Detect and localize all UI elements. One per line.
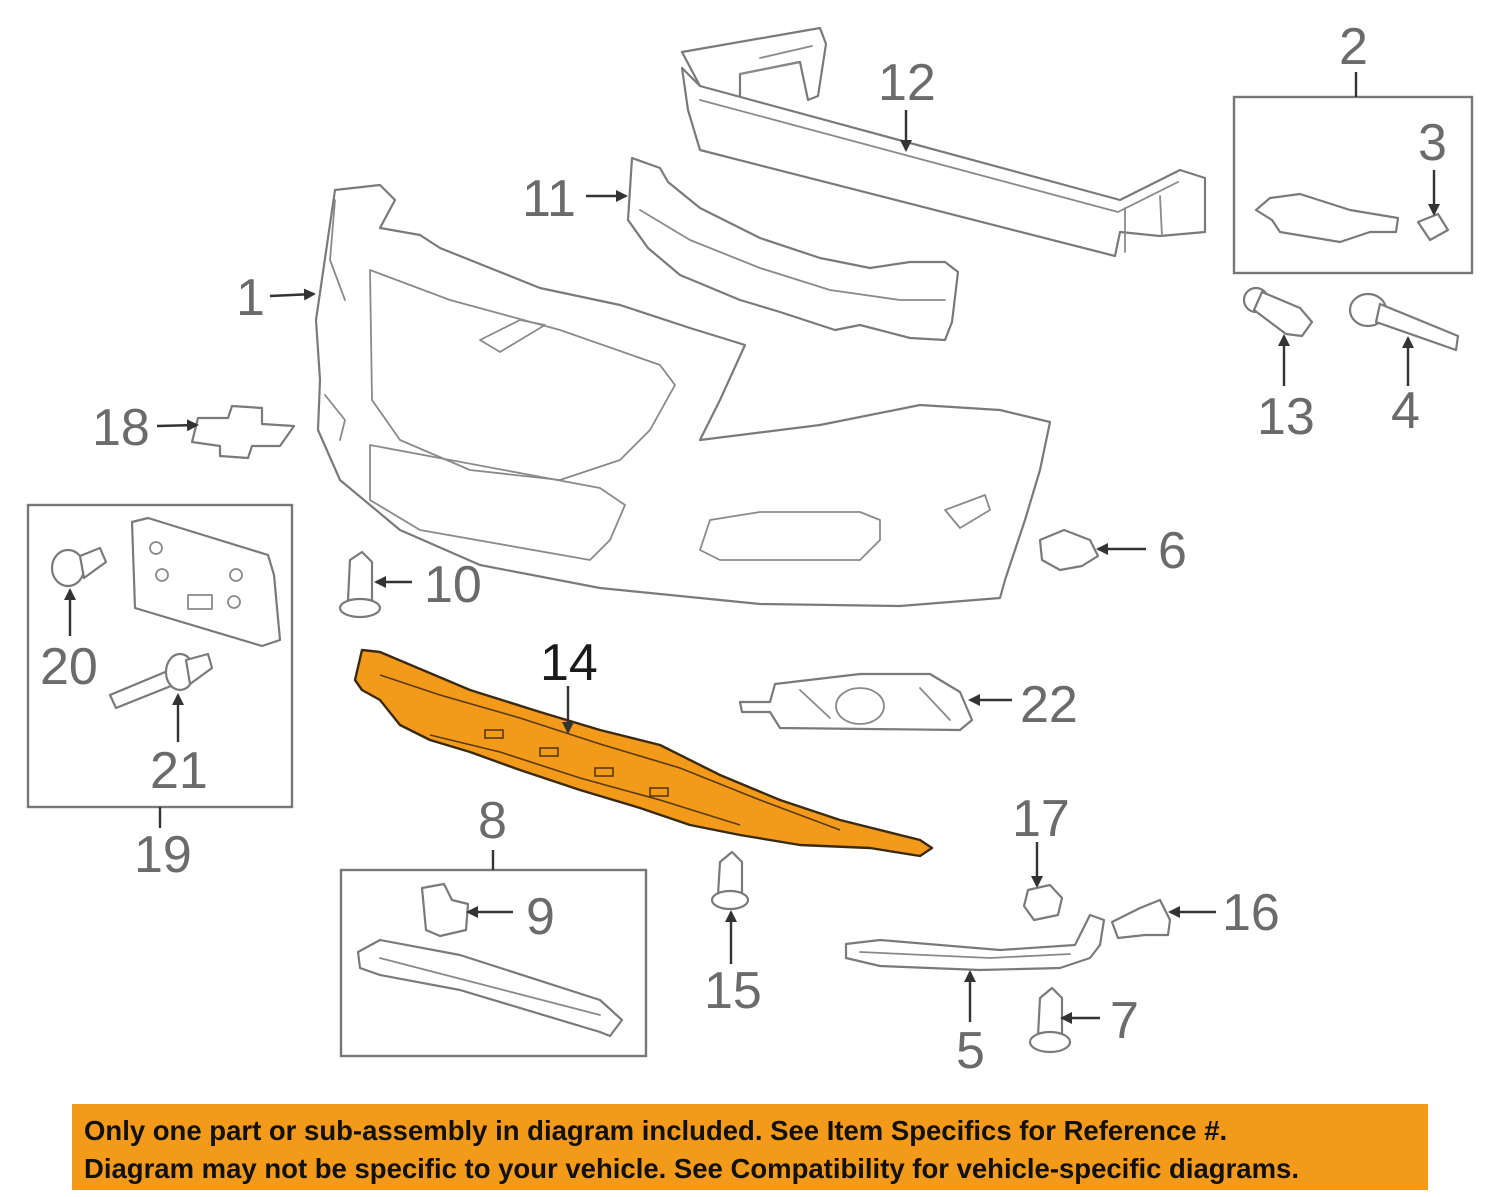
callout-18: 18 (92, 399, 150, 457)
disclaimer-banner: Only one part or sub-assembly in diagram… (72, 1104, 1428, 1190)
callout-7: 7 (1110, 992, 1139, 1050)
callout-21: 21 (150, 742, 208, 800)
energy-absorber-part (626, 156, 960, 342)
callout-12: 12 (878, 54, 936, 112)
callout-9: 9 (526, 888, 555, 946)
push-pin-part (338, 550, 382, 619)
callout-2: 2 (1339, 18, 1368, 76)
callout-19: 19 (134, 826, 192, 884)
bowtie-emblem-part (190, 404, 296, 460)
disclaimer-line-1: Only one part or sub-assembly in diagram… (84, 1115, 1228, 1146)
fog-lamp-bezel-part (738, 672, 974, 732)
callout-6: 6 (1158, 522, 1187, 580)
license-bracket-part (130, 516, 282, 648)
screw-part (50, 546, 108, 588)
callout-17: 17 (1012, 790, 1070, 848)
callout-10: 10 (424, 556, 482, 614)
push-pin-bottom-part (1028, 986, 1072, 1054)
bracket-clip-part (1416, 212, 1450, 242)
bumper-cover-part (314, 183, 1052, 608)
callout-15: 15 (704, 962, 762, 1020)
impact-bar-part (680, 26, 1207, 258)
bracket-kit-group-box (1232, 95, 1474, 275)
disclaimer-line-2: Diagram may not be specific to your vehi… (84, 1153, 1299, 1184)
callout-20: 20 (40, 638, 98, 696)
callout-8: 8 (478, 792, 507, 850)
callout-4: 4 (1391, 382, 1420, 440)
bolt-4-part (1348, 292, 1460, 352)
bracket-part (1254, 192, 1400, 244)
bolt-13-part (1242, 286, 1314, 338)
lower-grille-part (356, 938, 624, 1038)
callout-16: 16 (1222, 884, 1280, 942)
callout-13: 13 (1257, 388, 1315, 446)
callout-5: 5 (956, 1022, 985, 1080)
callout-1: 1 (236, 269, 265, 327)
clip-part (420, 882, 470, 938)
retainer-part (1110, 898, 1172, 940)
air-deflector-part (353, 648, 934, 858)
callout-22: 22 (1020, 676, 1078, 734)
push-pin-lower-part (710, 850, 750, 911)
rivet-part (108, 652, 214, 710)
park-sensor-part (1038, 528, 1100, 572)
nut-part (1022, 883, 1064, 922)
callout-14: 14 (540, 634, 598, 692)
callout-11: 11 (522, 170, 576, 228)
callout-3: 3 (1418, 114, 1447, 172)
bumper-reinforcement-part (844, 913, 1106, 972)
